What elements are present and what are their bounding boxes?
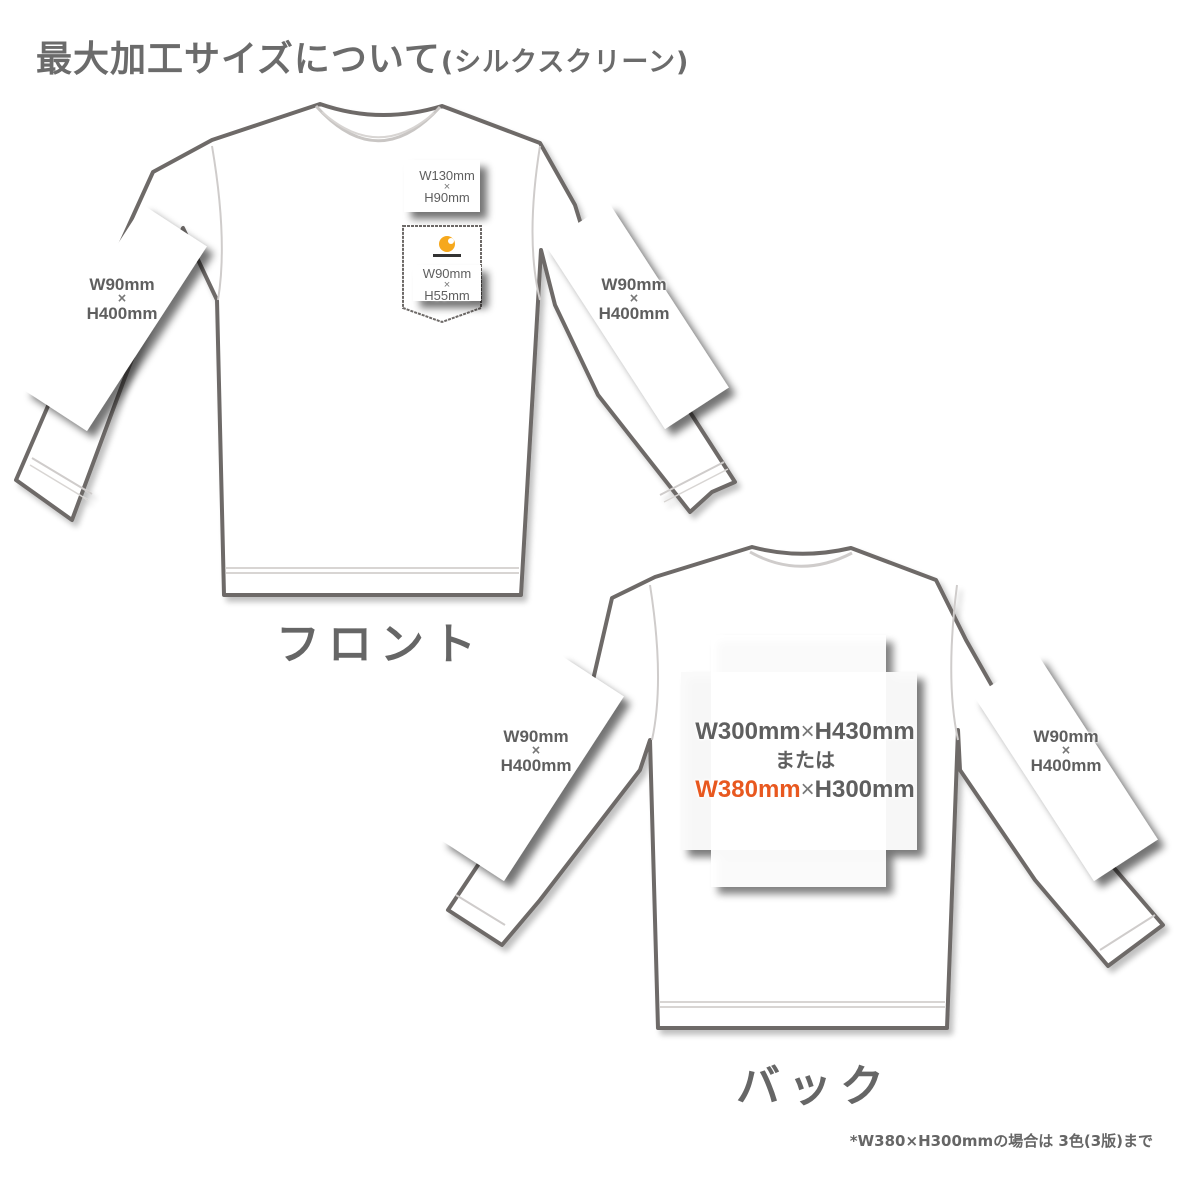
highlight-width: W380mm [695, 776, 801, 804]
back-left-sleeve-area [440, 655, 624, 881]
front-caption: フロント [276, 619, 484, 670]
front-chest-label: W130mm × H90mm [419, 168, 475, 205]
front-right-sleeve-label: W90mm × H400mm [598, 275, 670, 323]
or-label: または [775, 749, 835, 772]
back-center-label: W300mm×H430mm または W380mm×H300mm [660, 716, 950, 806]
front-pocket-label: W90mm × H55mm [422, 266, 472, 303]
front-chest-area [404, 160, 480, 212]
back-right-sleeve-area [974, 655, 1158, 881]
front-right-sleeve-area [545, 203, 729, 429]
back-caption: バック [736, 1061, 892, 1112]
carhartt-logo-icon [433, 236, 461, 257]
back-option-2: W380mm×H300mm [695, 776, 915, 804]
title-sub: (シルクスクリーン) [440, 47, 690, 78]
footnote: *W380×H300mmの場合は 3色(3版)まで [849, 1132, 1153, 1150]
back-tall-area [711, 635, 886, 887]
page-title: 最大加工サイズについて(シルクスクリーン) [36, 30, 689, 82]
title-main: 最大加工サイズについて [36, 39, 441, 80]
front-left-sleeve-area [23, 205, 207, 431]
back-option-1: W300mm×H430mm [695, 718, 915, 745]
front-left-sleeve-label: W90mm × H400mm [86, 275, 158, 323]
back-left-sleeve-label: W90mm × H400mm [500, 727, 572, 775]
back-right-sleeve-label: W90mm × H400mm [1030, 727, 1102, 775]
front-pocket-area [413, 265, 481, 301]
